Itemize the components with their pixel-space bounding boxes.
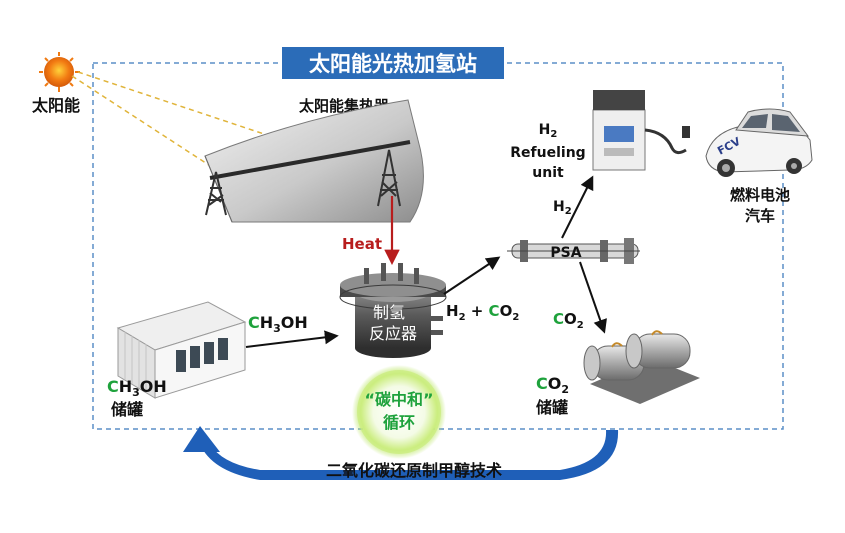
page-title: 太阳能光热加氢站	[309, 52, 477, 76]
carbon-neutral-badge	[352, 365, 446, 459]
fcv-label-line1: 燃料电池	[730, 186, 790, 204]
sun-label: 太阳能	[31, 96, 80, 115]
reactor-label-line2: 反应器	[369, 324, 417, 343]
fuel-dispenser-icon	[592, 90, 690, 171]
products-label: H2 + CO2	[446, 302, 519, 323]
products-arrow	[443, 256, 501, 295]
svg-text:H2: H2	[539, 122, 558, 140]
methanol-tank-label: 储罐	[110, 400, 143, 419]
solar-collector-icon	[204, 99, 424, 223]
svg-text:CO2: CO2	[553, 310, 584, 331]
carbon-neutral-line1: “碳中和”	[364, 390, 433, 409]
svg-text:unit: unit	[532, 165, 564, 181]
co2-branch-label: CO2	[553, 310, 584, 331]
methanol-feed-label: CH3OH	[248, 313, 308, 335]
sun-icon	[39, 52, 80, 92]
methanol-storage-container	[116, 301, 247, 399]
hydrogen-reactor	[339, 263, 447, 358]
fcv-label-line2: 汽车	[745, 207, 775, 225]
heat-label: Heat	[342, 235, 382, 253]
fcv-car-icon	[705, 108, 813, 177]
h2-branch-arrow	[561, 175, 594, 239]
svg-text:Refueling: Refueling	[510, 145, 585, 161]
refueling-labels: H2 Refueling unit	[510, 122, 585, 181]
reactor-label-line1: 制氢	[373, 303, 405, 322]
co2-storage-label: 储罐	[535, 398, 568, 417]
bottom-caption: 二氧化碳还原制甲醇技术	[326, 461, 502, 480]
co2-branch-arrow	[579, 261, 607, 334]
svg-text:H2: H2	[553, 199, 572, 217]
title-banner: 太阳能光热加氢站	[280, 45, 506, 81]
svg-text:CH3OH: CH3OH	[107, 377, 167, 399]
svg-text:H2 + CO2: H2 + CO2	[446, 302, 519, 323]
psa-unit	[507, 238, 640, 264]
methanol-tank-formula: CH3OH	[107, 377, 167, 399]
h2-branch-label: H2	[553, 199, 572, 217]
co2-storage-formula: CO2	[536, 374, 569, 396]
carbon-neutral-line2: 循环	[383, 413, 415, 432]
recycle-arrow	[183, 426, 619, 480]
svg-text:CH3OH: CH3OH	[248, 313, 308, 335]
svg-text:CO2: CO2	[536, 374, 569, 396]
psa-label: PSA	[550, 245, 581, 261]
co2-storage-tanks	[583, 330, 700, 404]
methanol-feed-arrow	[245, 330, 339, 348]
